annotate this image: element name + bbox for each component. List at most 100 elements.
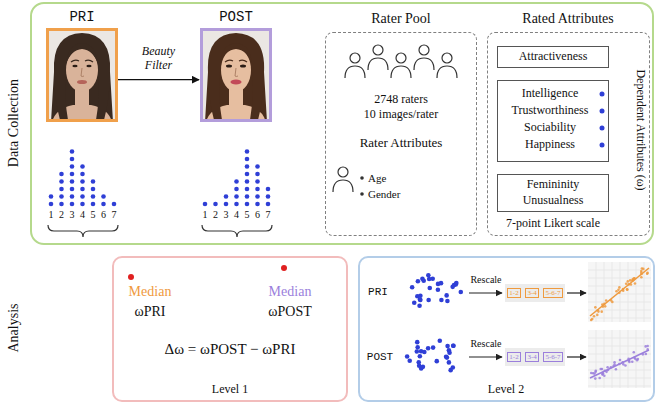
rating-dot xyxy=(245,149,250,154)
count-text: 2748 raters xyxy=(374,93,428,107)
scatter-point xyxy=(625,282,628,285)
eyebrow xyxy=(225,60,233,62)
eye xyxy=(240,65,246,68)
grid-line xyxy=(588,302,651,303)
grid-line xyxy=(620,330,621,388)
rating-dot xyxy=(439,298,444,303)
eyebrow xyxy=(71,60,79,62)
subheading: Rater Attributes xyxy=(360,136,443,151)
face xyxy=(221,48,251,92)
rating-dot xyxy=(70,164,75,169)
photo-background xyxy=(46,28,118,122)
scatter-point xyxy=(631,360,634,363)
bin-box: 1-23-45-6-7 xyxy=(505,284,565,302)
person-body xyxy=(391,66,411,78)
vertical-label: Dependent Attributes (ω) xyxy=(633,69,647,190)
rating-dot xyxy=(80,164,85,169)
rating-dot xyxy=(450,285,455,290)
scatter-point xyxy=(626,288,629,291)
scatter-point xyxy=(613,361,616,364)
scale-number: 1 xyxy=(49,209,54,221)
scatter-point xyxy=(646,272,649,275)
rating-dot xyxy=(410,285,415,290)
scatter-point xyxy=(594,377,597,380)
hair xyxy=(51,33,113,122)
rating-dot xyxy=(80,202,85,207)
attribute-text: Trustworthiness xyxy=(512,104,589,118)
group-title: Rater Pool xyxy=(371,11,431,27)
plot-background xyxy=(588,262,651,322)
rating-dot xyxy=(91,187,96,192)
arrow-connector xyxy=(118,79,199,80)
rating-dot xyxy=(234,187,239,192)
scatter-point xyxy=(591,318,594,321)
image-frame: POST xyxy=(200,28,272,122)
scale-number: 6 xyxy=(101,209,106,221)
scale-number: 1 xyxy=(203,209,208,221)
level-label: Level 1 xyxy=(212,383,248,397)
grid-line xyxy=(604,262,605,322)
scatter-point xyxy=(600,310,603,313)
rating-dot xyxy=(245,194,250,199)
person-body xyxy=(368,58,388,70)
process-arrow xyxy=(567,292,586,293)
image-label: PRI xyxy=(69,9,94,25)
grid-line xyxy=(604,330,605,388)
rating-dot xyxy=(448,368,453,373)
image-frame: PRI xyxy=(46,28,118,122)
bullet-dot xyxy=(360,192,364,196)
person-head xyxy=(350,53,360,63)
scatter-point xyxy=(593,372,596,375)
rating-dot xyxy=(255,172,260,177)
person-body xyxy=(345,66,365,78)
median-label: Median xyxy=(269,284,312,300)
rating-dot xyxy=(266,187,271,192)
bullet-text: Age xyxy=(368,172,386,185)
group-box: Rater Pool2748 raters10 images/raterRate… xyxy=(325,32,477,236)
grid-line xyxy=(588,338,651,339)
bin-label: 1-2 xyxy=(507,288,521,298)
scatter-point xyxy=(598,377,601,380)
rating-dot xyxy=(101,194,106,199)
person-head xyxy=(396,53,406,63)
person-head xyxy=(419,45,429,55)
rating-dot xyxy=(415,340,420,345)
rating-dot xyxy=(101,202,106,207)
rating-dot xyxy=(70,157,75,162)
rating-dot xyxy=(245,202,250,207)
rating-dot xyxy=(444,293,449,298)
scale-number: 6 xyxy=(255,209,260,221)
hair xyxy=(250,72,264,120)
rating-dot xyxy=(430,276,435,281)
attribute-dot xyxy=(600,92,605,97)
lips xyxy=(77,80,87,84)
rating-dot xyxy=(245,164,250,169)
rating-dot xyxy=(405,354,410,359)
rating-dot xyxy=(445,355,450,360)
edge-label: Beauty Filter xyxy=(132,43,186,72)
rating-dot xyxy=(91,194,96,199)
scatter-point xyxy=(626,280,629,283)
rating-dot xyxy=(70,194,75,199)
scatter-point xyxy=(596,314,599,317)
rating-dot xyxy=(59,172,64,177)
eyebrow xyxy=(85,60,93,62)
rating-dot xyxy=(255,202,260,207)
rating-dot xyxy=(417,303,422,308)
bin-label: 5-6-7 xyxy=(543,352,563,362)
median-label: Median xyxy=(129,284,172,300)
rating-dot xyxy=(427,286,432,291)
grid-line xyxy=(636,262,637,322)
rating-dot xyxy=(245,172,250,177)
scatter-point xyxy=(642,268,645,271)
rating-dot xyxy=(255,194,260,199)
section-panel: Data CollectionPRIPOSTRater Pool2748 rat… xyxy=(30,2,654,245)
rating-dot xyxy=(416,279,421,284)
attribute-dot xyxy=(600,109,605,114)
rating-dot xyxy=(80,172,85,177)
nose xyxy=(81,68,84,77)
rating-dot xyxy=(418,298,423,303)
scale-text: 7-point Likert scale xyxy=(506,217,600,231)
plot-background xyxy=(588,330,651,388)
